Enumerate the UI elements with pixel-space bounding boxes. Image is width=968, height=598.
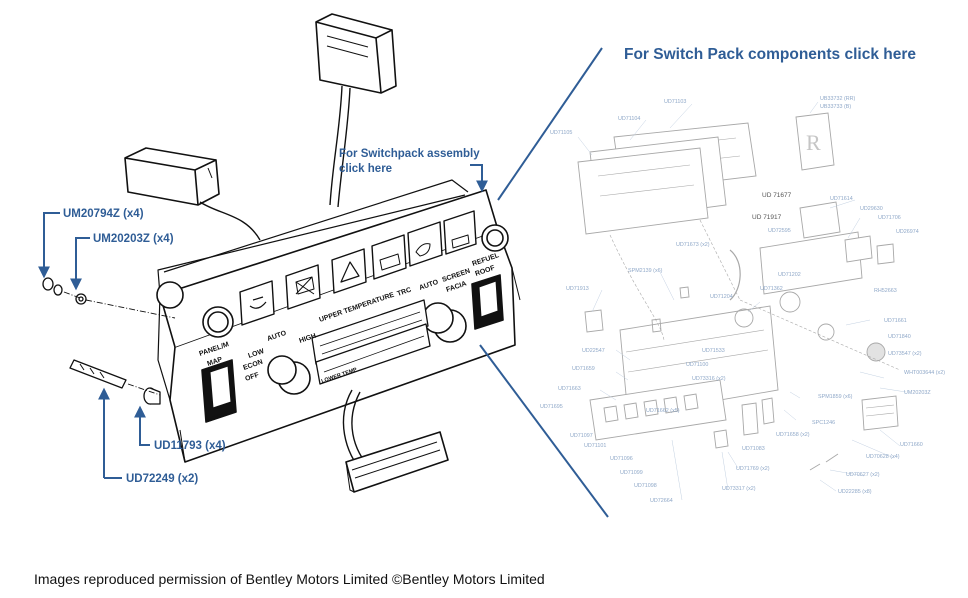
part-label: UD71661 xyxy=(884,318,907,324)
callout-ud72249: UD72249 (x2) xyxy=(126,473,198,485)
part-label: UD71100 xyxy=(686,362,708,368)
part-label: UD71662 (x5) xyxy=(646,408,680,414)
part-label: WHT003644 (x2) xyxy=(904,370,945,376)
control-panel-drawing xyxy=(42,13,521,493)
part-label: UD71098 xyxy=(634,483,657,489)
part-label: UD71105 xyxy=(550,130,572,136)
part-label: UD73316 (x2) xyxy=(692,376,726,382)
part-label: UD29630 xyxy=(860,206,883,212)
part-label: UD71097 xyxy=(570,433,593,439)
part-label: UD70627 (x2) xyxy=(846,472,880,478)
part-label: UD71204 xyxy=(710,294,733,300)
part-label: UD72664 xyxy=(650,498,673,504)
part-label: UD71660 xyxy=(900,442,923,448)
svg-text:R: R xyxy=(806,130,821,155)
part-label: UD71202 xyxy=(778,272,801,278)
part-label: UD71706 xyxy=(878,215,901,221)
divider-lines xyxy=(479,47,609,518)
part-label: UM20203Z xyxy=(904,390,931,396)
panel-label-map: MAP xyxy=(206,356,223,368)
part-label: UD71840 xyxy=(888,334,911,340)
part-label: UD71659 xyxy=(572,366,595,372)
panel-label-trc: TRC xyxy=(396,287,412,298)
part-label: UD71614 xyxy=(830,196,853,202)
part-label: UD71663 xyxy=(558,386,581,392)
callout-um20794z: UM20794Z (x4) xyxy=(63,208,144,220)
top-button-row xyxy=(239,210,477,326)
part-label: UD71099 xyxy=(620,470,643,476)
part-label: UD 71677 xyxy=(762,192,792,199)
part-label: UD71104 xyxy=(618,116,640,122)
part-label: UD 71917 xyxy=(752,214,782,221)
part-label: UD71362 xyxy=(760,286,783,292)
left-connector xyxy=(124,147,261,241)
switchpack-assembly-link-line1: For Switchpack assembly xyxy=(339,148,480,160)
part-label: UB33733 (B) xyxy=(820,104,851,110)
panel-knobs xyxy=(156,224,509,395)
part-label: UB33732 (RR) xyxy=(820,96,856,102)
part-label: UD73547 (x2) xyxy=(888,351,922,357)
part-label: SPM1859 (x6) xyxy=(818,394,853,400)
rocker-switches xyxy=(201,274,504,423)
callout-ud11793: UD11793 (x4) xyxy=(154,440,226,452)
image-credit: Images reproduced permission of Bentley … xyxy=(34,571,545,587)
switchpack-assembly-link[interactable]: For Switchpack assembly click here xyxy=(339,148,480,175)
exploded-diagram: R xyxy=(577,101,907,501)
switch-pack-components-link[interactable]: For Switch Pack components click here xyxy=(624,46,916,63)
part-label: UD72595 xyxy=(768,228,791,234)
part-label: UD71769 (x2) xyxy=(736,466,770,472)
part-label: RH52663 xyxy=(874,288,897,294)
part-label: UD71103 xyxy=(664,99,686,105)
part-label: UD71101 xyxy=(584,443,606,449)
part-label: UD71673 (x2) xyxy=(676,242,710,248)
switchpack-assembly-link-line2: click here xyxy=(339,163,392,175)
loose-fasteners xyxy=(42,277,161,405)
exploded-part-labels: UD71105 UD71104 UD71103 UB33732 (RR) UB3… xyxy=(540,96,945,504)
bottom-connector xyxy=(342,389,449,493)
temperature-wheels xyxy=(311,299,431,385)
part-label: UD22547 xyxy=(582,348,605,354)
part-label: UD71083 xyxy=(742,446,765,452)
callouts xyxy=(38,164,488,479)
part-label: UD22285 (x8) xyxy=(838,489,872,495)
part-label: UD70628 (x4) xyxy=(866,454,900,460)
part-label: UD71533 xyxy=(702,348,725,354)
panel-label-off: OFF xyxy=(244,371,260,382)
top-connector xyxy=(315,13,397,208)
callout-um20203z: UM20203Z (x4) xyxy=(93,233,174,245)
part-label: UD26974 xyxy=(896,229,919,235)
part-label: SPC1246 xyxy=(812,420,835,426)
part-label: UD71658 (x2) xyxy=(776,432,810,438)
part-label: UD71695 xyxy=(540,404,563,410)
part-label: UD71913 xyxy=(566,286,589,292)
part-label: UD71096 xyxy=(610,456,633,462)
part-label: UD73317 (x2) xyxy=(722,486,756,492)
part-label: SPM2139 (x6) xyxy=(628,268,663,274)
leader-lines xyxy=(63,291,176,396)
